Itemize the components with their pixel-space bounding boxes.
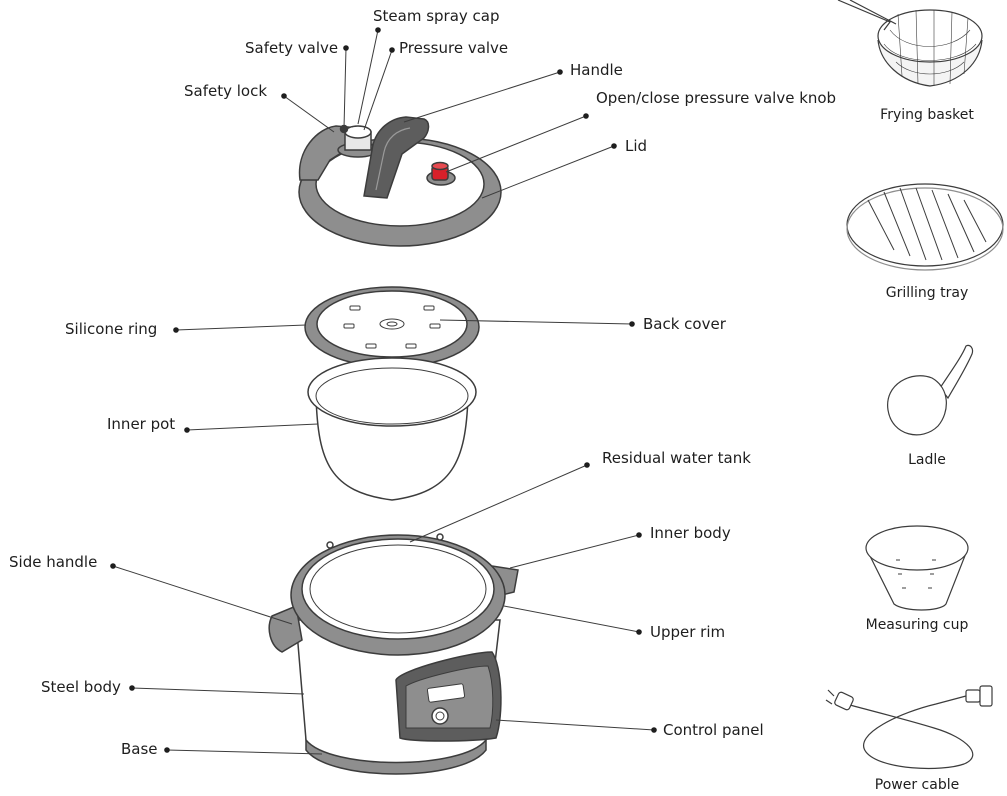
grilling-tray-illustration [847, 184, 1003, 270]
label-base: Base [121, 740, 158, 758]
label-safety-valve: Safety valve [245, 39, 338, 57]
label-pressure-valve: Pressure valve [399, 39, 508, 57]
ladle-illustration [888, 345, 973, 434]
frying-basket-illustration [838, 0, 982, 86]
label-handle: Handle [570, 61, 623, 79]
label-safety-lock: Safety lock [184, 82, 267, 100]
label-lid: Lid [625, 137, 647, 155]
label-steel-body: Steel body [41, 678, 121, 696]
label-control-panel: Control panel [663, 721, 764, 739]
label-open-close-knob: Open/close pressure valve knob [596, 89, 836, 107]
steam-spray-cap-part [345, 126, 371, 138]
label-grilling-tray: Grilling tray [862, 284, 992, 302]
label-measuring-cup: Measuring cup [852, 616, 982, 634]
inner-pot-illustration [308, 358, 476, 500]
label-side-handle: Side handle [9, 553, 97, 571]
label-inner-body: Inner body [650, 524, 731, 542]
label-frying-basket: Frying basket [862, 106, 992, 124]
back-cover-illustration [305, 287, 479, 367]
measuring-cup-illustration [866, 526, 968, 610]
cooker-body-illustration [269, 534, 518, 774]
label-silicone-ring: Silicone ring [65, 320, 157, 338]
label-upper-rim: Upper rim [650, 623, 725, 641]
label-power-cable: Power cable [852, 776, 982, 794]
label-steam-spray-cap: Steam spray cap [373, 7, 500, 25]
label-ladle: Ladle [862, 451, 992, 469]
lid-illustration [299, 117, 501, 246]
power-cable-illustration [826, 686, 992, 768]
label-residual-water-tank: Residual water tank [602, 449, 751, 467]
label-back-cover: Back cover [643, 315, 726, 333]
label-inner-pot: Inner pot [107, 415, 175, 433]
